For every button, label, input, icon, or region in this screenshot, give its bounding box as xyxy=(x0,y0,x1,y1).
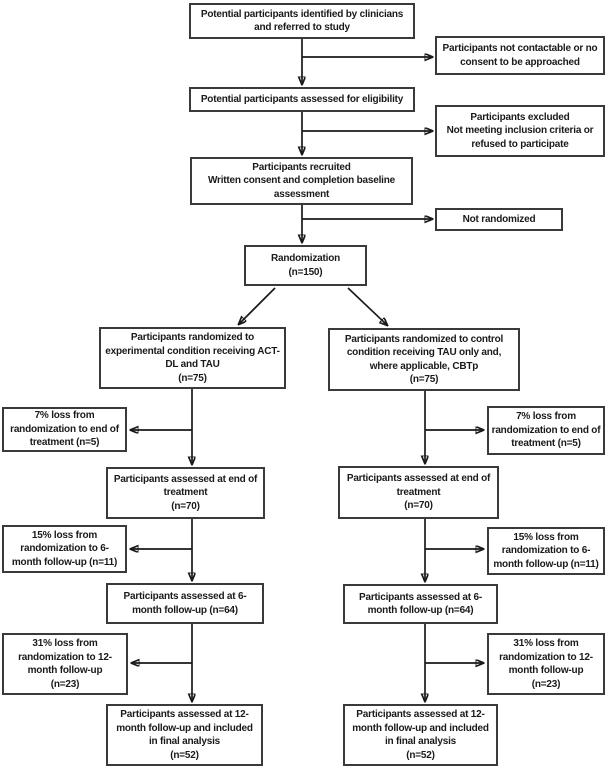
box-assessed-12m-left: Participants assessed at 12- month follo… xyxy=(106,704,263,766)
box-assessed-eot-left: Participants assessed at end of treatmen… xyxy=(106,467,265,519)
box-assessed-6m-right: Participants assessed at 6- month follow… xyxy=(343,584,498,624)
box-loss-eot-right: 7% loss from randomization to end of tre… xyxy=(487,406,605,455)
box-loss-12m-right: 31% loss from randomization to 12- month… xyxy=(487,633,605,695)
arrow-randomization-to-control xyxy=(347,287,387,325)
box-experimental-arm: Participants randomized to experimental … xyxy=(99,327,286,389)
box-assessed-12m-right: Participants assessed at 12- month follo… xyxy=(343,704,498,766)
box-recruited: Participants recruited Written consent a… xyxy=(190,157,413,205)
box-identified: Potential participants identified by cli… xyxy=(189,3,415,39)
arrow-randomization-to-experimental xyxy=(239,287,276,324)
box-assessed-eot-right: Participants assessed at end of treatmen… xyxy=(338,466,499,519)
box-excluded: Participants excluded Not meeting inclus… xyxy=(435,105,605,157)
box-eligibility: Potential participants assessed for elig… xyxy=(189,87,415,112)
box-loss-6m-left: 15% loss from randomization to 6- month … xyxy=(2,525,127,573)
box-not-randomized: Not randomized xyxy=(435,208,563,231)
box-loss-12m-left: 31% loss from randomization to 12- month… xyxy=(2,633,128,695)
box-randomization: Randomization (n=150) xyxy=(244,245,367,286)
box-not-contactable: Participants not contactable or no conse… xyxy=(435,36,605,75)
box-control-arm: Participants randomized to control condi… xyxy=(328,328,520,391)
box-loss-6m-right: 15% loss from randomization to 6- month … xyxy=(487,527,605,575)
box-loss-eot-left: 7% loss from randomization to end of tre… xyxy=(2,407,127,452)
box-assessed-6m-left: Participants assessed at 6- month follow… xyxy=(106,583,264,624)
